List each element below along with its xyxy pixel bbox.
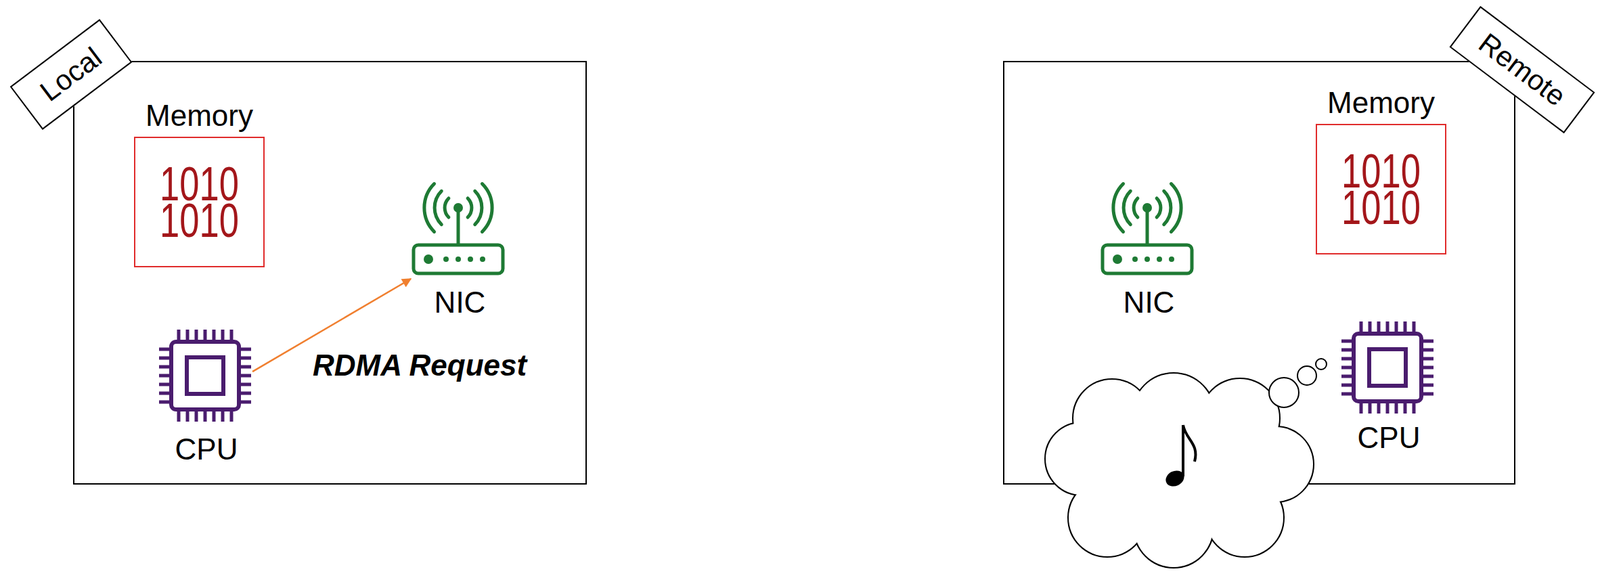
memory-box: Memory1010 1010 bbox=[134, 136, 265, 268]
cpu-icon bbox=[1341, 321, 1434, 414]
host-tag: Remote bbox=[1449, 6, 1595, 134]
binary-data: 1010 1010 bbox=[1333, 152, 1430, 227]
host-box: RemoteMemory1010 1010NICCPU bbox=[1003, 60, 1516, 485]
music-note-stem bbox=[1181, 425, 1185, 477]
cpu-chip: CPU bbox=[160, 330, 253, 467]
cpu-icon bbox=[159, 329, 252, 422]
host-tag: Local bbox=[10, 18, 133, 130]
cpu-chip: CPU bbox=[1342, 322, 1435, 455]
thought-cloud-outline bbox=[1045, 373, 1314, 568]
thought-bubble bbox=[1315, 358, 1327, 370]
binary-data: 1010 1010 bbox=[151, 165, 248, 239]
device-label: CPU bbox=[1302, 420, 1476, 455]
memory-box: Memory1010 1010 bbox=[1315, 123, 1447, 255]
device-label: NIC bbox=[1059, 285, 1239, 320]
music-note-flag bbox=[1183, 425, 1196, 462]
memory-heading: Memory bbox=[1276, 85, 1486, 120]
thought-bubble bbox=[1297, 366, 1317, 386]
music-note-head bbox=[1163, 467, 1188, 490]
nic-icon bbox=[1102, 184, 1192, 274]
nic-device: NIC bbox=[1099, 180, 1198, 320]
host-box: LocalMemory1010 1010NICCPU bbox=[73, 60, 587, 485]
device-label: NIC bbox=[370, 285, 550, 320]
thought-cloud bbox=[1045, 373, 1314, 568]
device-label: CPU bbox=[119, 432, 294, 467]
memory-heading: Memory bbox=[94, 98, 304, 133]
thought-bubble bbox=[1269, 377, 1299, 408]
nic-device: NIC bbox=[410, 180, 509, 320]
nic-icon bbox=[413, 184, 503, 274]
edge-label: RDMA Request bbox=[312, 348, 527, 383]
